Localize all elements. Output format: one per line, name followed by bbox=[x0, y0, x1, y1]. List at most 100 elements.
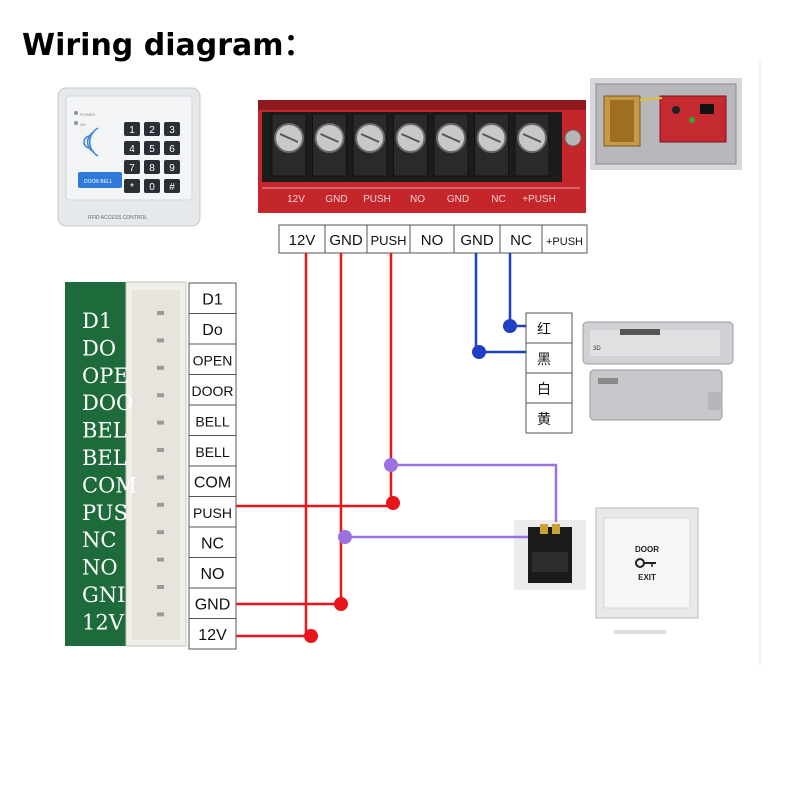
photo-terminal-label: NC bbox=[491, 194, 505, 205]
junction-gnd bbox=[334, 597, 348, 611]
controller-terminal-label: PUSH bbox=[193, 505, 232, 521]
pcb-pin-label: COM bbox=[82, 473, 137, 497]
keypad-brand: RFID ACCESS CONTROL bbox=[88, 215, 147, 221]
psu-terminal-label: NO bbox=[421, 232, 444, 249]
wire-gnd bbox=[236, 253, 343, 606]
pcb-pin bbox=[157, 475, 164, 480]
controller-terminal-label: D1 bbox=[202, 291, 223, 308]
screw-slot bbox=[320, 133, 339, 143]
screw-slot bbox=[522, 133, 542, 143]
pcb-pin-label: BEL bbox=[82, 446, 127, 470]
pcb-pin bbox=[157, 311, 164, 315]
keypad-key bbox=[144, 160, 160, 174]
pcb-pin bbox=[157, 393, 164, 398]
pcb-pin-label: NO bbox=[82, 556, 118, 580]
keypad-key bbox=[164, 141, 180, 155]
keypad-key bbox=[164, 179, 180, 193]
pcb-pin bbox=[157, 612, 164, 617]
wire-12v bbox=[236, 253, 308, 638]
wire-push bbox=[236, 253, 393, 508]
keypad-key-label: 4 bbox=[129, 144, 135, 155]
svg-text:OK: OK bbox=[80, 122, 86, 127]
keypad-key bbox=[164, 160, 180, 174]
keypad-key-label: 3 bbox=[169, 125, 175, 136]
screw-slot bbox=[360, 133, 380, 143]
pcb-pin-label: NC bbox=[82, 528, 116, 552]
exit-button-back-mechanism bbox=[514, 520, 586, 590]
lock-wire-label: 黑 bbox=[537, 351, 551, 367]
pcb-pin-label: OPE bbox=[82, 364, 129, 388]
keypad-key-label: 2 bbox=[149, 125, 155, 136]
pcb-pin bbox=[157, 530, 164, 535]
lock-model-label: 3D bbox=[593, 346, 601, 352]
junction-purple-gnd bbox=[338, 530, 352, 544]
photo-terminal-label: GND bbox=[325, 194, 347, 205]
controller-terminal-label: BELL bbox=[195, 413, 229, 429]
pcb-pin bbox=[157, 585, 164, 589]
junction-blue-nc bbox=[503, 319, 517, 333]
screw-slot bbox=[482, 133, 501, 143]
keypad-key-label: 1 bbox=[129, 125, 135, 136]
controller-terminal-label: GND bbox=[195, 596, 231, 613]
pcb-pin-label: 12V bbox=[82, 610, 125, 634]
controller-terminal-label: 12V bbox=[198, 627, 227, 644]
pcb-pin bbox=[157, 557, 164, 562]
keypad-key-label: 7 bbox=[129, 163, 135, 174]
controller-terminal-label: DOOR bbox=[192, 383, 234, 399]
screw-slot bbox=[441, 133, 461, 143]
pcb-pin bbox=[157, 420, 164, 425]
junction-blue-gnd bbox=[472, 345, 486, 359]
page-title: Wiring diagram： bbox=[22, 28, 314, 63]
wires bbox=[236, 253, 558, 643]
pcb-pin bbox=[157, 338, 164, 343]
photo-terminal-label: +PUSH bbox=[522, 194, 556, 205]
electric-bolt-lock: 3D bbox=[582, 321, 734, 421]
keypad-key-label: # bbox=[169, 182, 175, 193]
rfid-keypad: POWER OK DOOR BELL RFID ACCESS CONTROL 1… bbox=[57, 87, 201, 227]
screw-slot bbox=[401, 133, 420, 143]
pcb-pin-label: DOO bbox=[82, 391, 133, 415]
pcb-pin-label: D1 bbox=[82, 309, 112, 333]
wire-blue-gnd bbox=[474, 253, 526, 354]
pcb-pin-label: GNI bbox=[82, 583, 125, 607]
wire-purple-push bbox=[391, 463, 558, 522]
keypad-key-label: 5 bbox=[149, 144, 155, 155]
exit-button-door-text: DOOR bbox=[635, 545, 659, 554]
psu-terminal-label: 12V bbox=[289, 232, 316, 249]
controller-terminal-label: NC bbox=[201, 535, 224, 552]
pcb-pin bbox=[157, 502, 164, 507]
pcb-pin-label: PUS bbox=[82, 501, 128, 525]
lock-wire-label: 黄 bbox=[537, 411, 551, 427]
keypad-key bbox=[124, 160, 140, 174]
exit-button: DOOR EXIT bbox=[595, 507, 699, 634]
controller-terminal-label: COM bbox=[194, 474, 231, 491]
keypad-key bbox=[144, 122, 160, 136]
pcb-pin bbox=[157, 448, 164, 452]
keypad-key bbox=[144, 141, 160, 155]
power-supply-box-photo bbox=[590, 78, 742, 170]
lock-wire-label: 白 bbox=[537, 381, 551, 397]
svg-text:POWER: POWER bbox=[80, 112, 95, 117]
screw-slot bbox=[279, 133, 299, 143]
keypad-key-label: 8 bbox=[149, 163, 155, 174]
photo-terminal-label: 12V bbox=[287, 194, 305, 205]
keypad-key bbox=[124, 141, 140, 155]
keypad-key bbox=[144, 179, 160, 193]
terminal-screws bbox=[271, 113, 550, 177]
psu-terminal-label: NC bbox=[510, 232, 532, 249]
pcb-pin-label: DO bbox=[82, 336, 116, 360]
photo-terminal-label: PUSH bbox=[363, 194, 391, 205]
controller-terminal-label: NO bbox=[201, 566, 225, 583]
pcb-pin-label: BEL bbox=[82, 419, 127, 443]
junction-12v bbox=[304, 629, 318, 643]
door-bell-button bbox=[78, 172, 122, 188]
controller-terminal-label: Do bbox=[202, 322, 223, 339]
keypad-key-label: 6 bbox=[169, 144, 175, 155]
controller-terminal-label: OPEN bbox=[193, 352, 233, 368]
